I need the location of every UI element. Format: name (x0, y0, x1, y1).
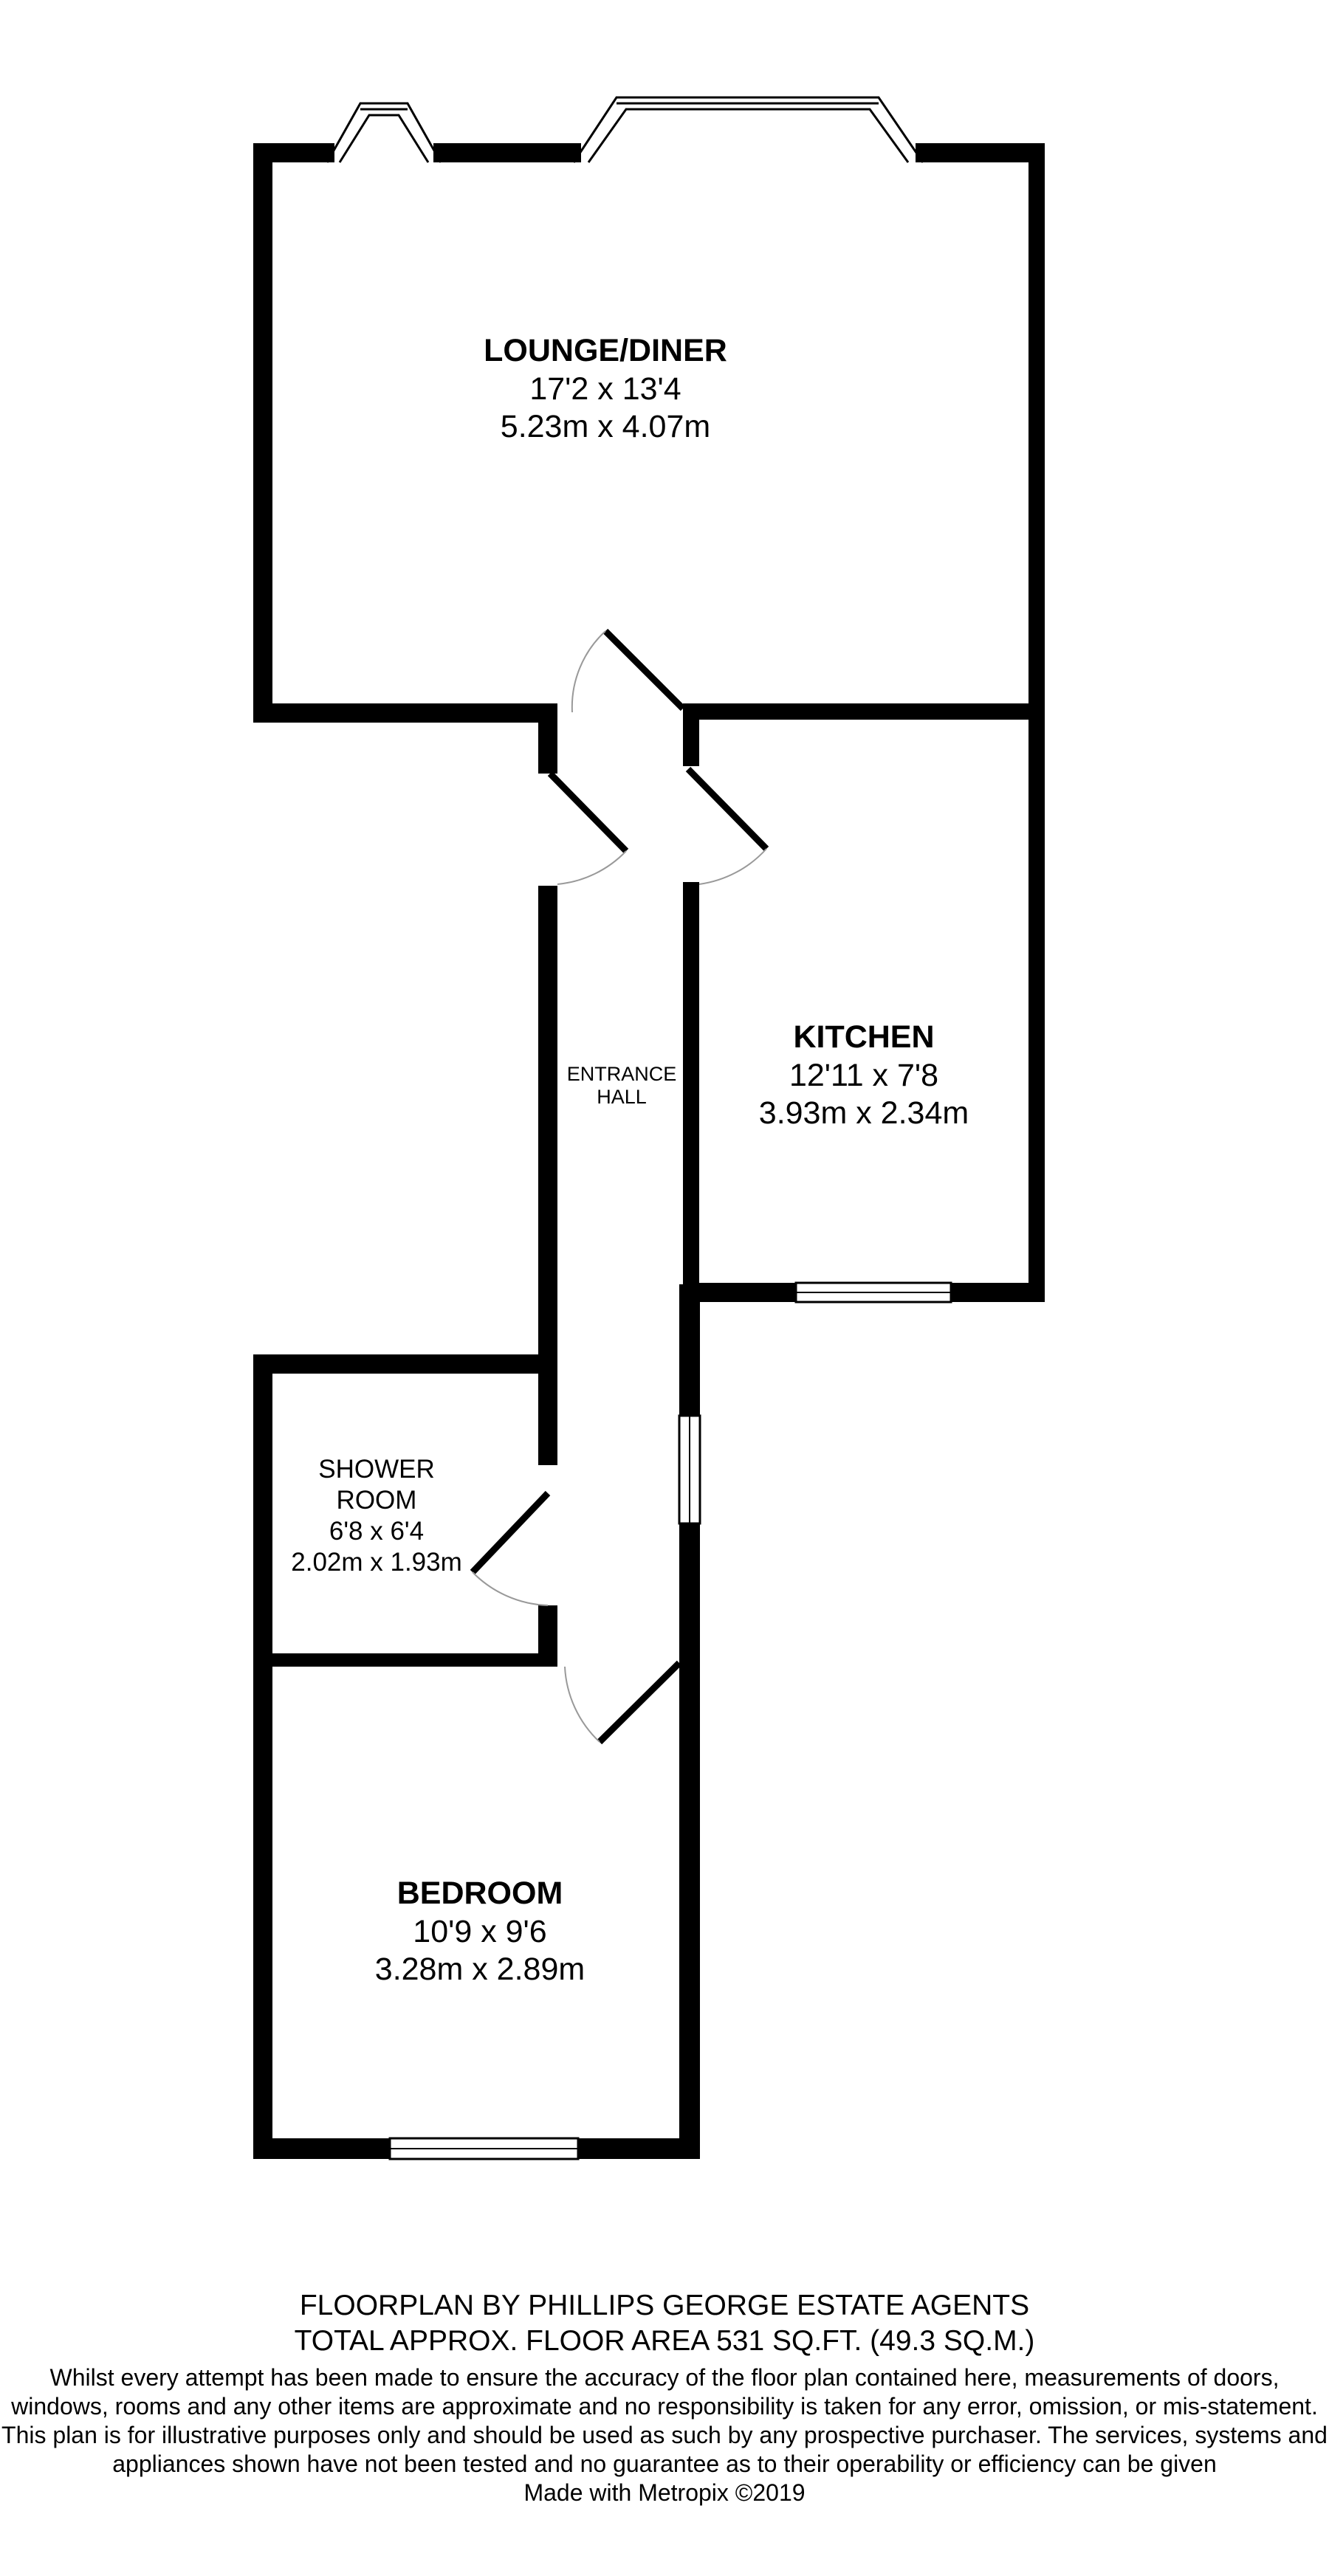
room-size-imperial: 12'11 x 7'8 (789, 1057, 939, 1093)
hallway-walls (538, 703, 699, 1373)
floorplan-footer: FLOORPLAN BY PHILLIPS GEORGE ESTATE AGEN… (0, 2288, 1329, 2507)
door-hall-left (547, 771, 629, 885)
disclaimer-text: Whilst every attempt has been made to en… (1, 2364, 1328, 2477)
room-name: BEDROOM (396, 1876, 563, 1911)
room-size-metric: 2.02m x 1.93m (291, 1548, 462, 1577)
kitchen-window (794, 1281, 952, 1304)
room-label-shower: SHOWER ROOM 6'8 x 6'4 2.02m x 1.93m (251, 1454, 502, 1578)
room-size-imperial: 10'9 x 9'6 (413, 1913, 547, 1949)
door-shower-room (470, 1490, 551, 1606)
room-label-kitchen: KITCHEN 12'11 x 7'8 3.93m x 2.34m (687, 1019, 1041, 1133)
room-size-imperial: 17'2 x 13'4 (529, 371, 681, 407)
room-size-metric: 5.23m x 4.07m (500, 409, 711, 445)
door-lounge (571, 628, 686, 713)
room-name: KITCHEN (793, 1019, 935, 1055)
room-name-line2: ROOM (336, 1486, 417, 1515)
made-with-credit: Made with Metropix ©2019 (523, 2479, 806, 2506)
room-label-bedroom: BEDROOM 10'9 x 9'6 3.28m x 2.89m (288, 1875, 672, 1989)
shower-room-walls (253, 1354, 557, 2159)
room-label-lounge: LOUNGE/DINER 17'2 x 13'4 5.23m x 4.07m (413, 332, 797, 447)
room-size-metric: 3.28m x 2.89m (374, 1952, 585, 1988)
total-floor-area: TOTAL APPROX. FLOOR AREA 531 SQ.FT. (49.… (294, 2325, 1035, 2357)
room-name: SHOWER (318, 1455, 435, 1484)
lounge-walls (253, 143, 1045, 1302)
hall-label-line2: HALL (597, 1086, 647, 1109)
hall-window (678, 1414, 701, 1525)
bedroom-window (388, 2137, 580, 2160)
room-size-metric: 3.93m x 2.34m (758, 1095, 969, 1132)
room-name: LOUNGE/DINER (484, 333, 727, 368)
room-label-entrance-hall: ENTRANCE HALL (555, 1063, 688, 1109)
hall-label-line1: ENTRANCE (566, 1063, 677, 1085)
lounge-bay-window-right (572, 96, 924, 163)
room-size-imperial: 6'8 x 6'4 (329, 1517, 425, 1546)
lounge-bay-window-left (326, 102, 442, 163)
door-bedroom (564, 1660, 682, 1745)
floorplan-drawing (253, 96, 1045, 2160)
door-kitchen (685, 766, 769, 885)
agent-credit: FLOORPLAN BY PHILLIPS GEORGE ESTATE AGEN… (299, 2290, 1030, 2321)
